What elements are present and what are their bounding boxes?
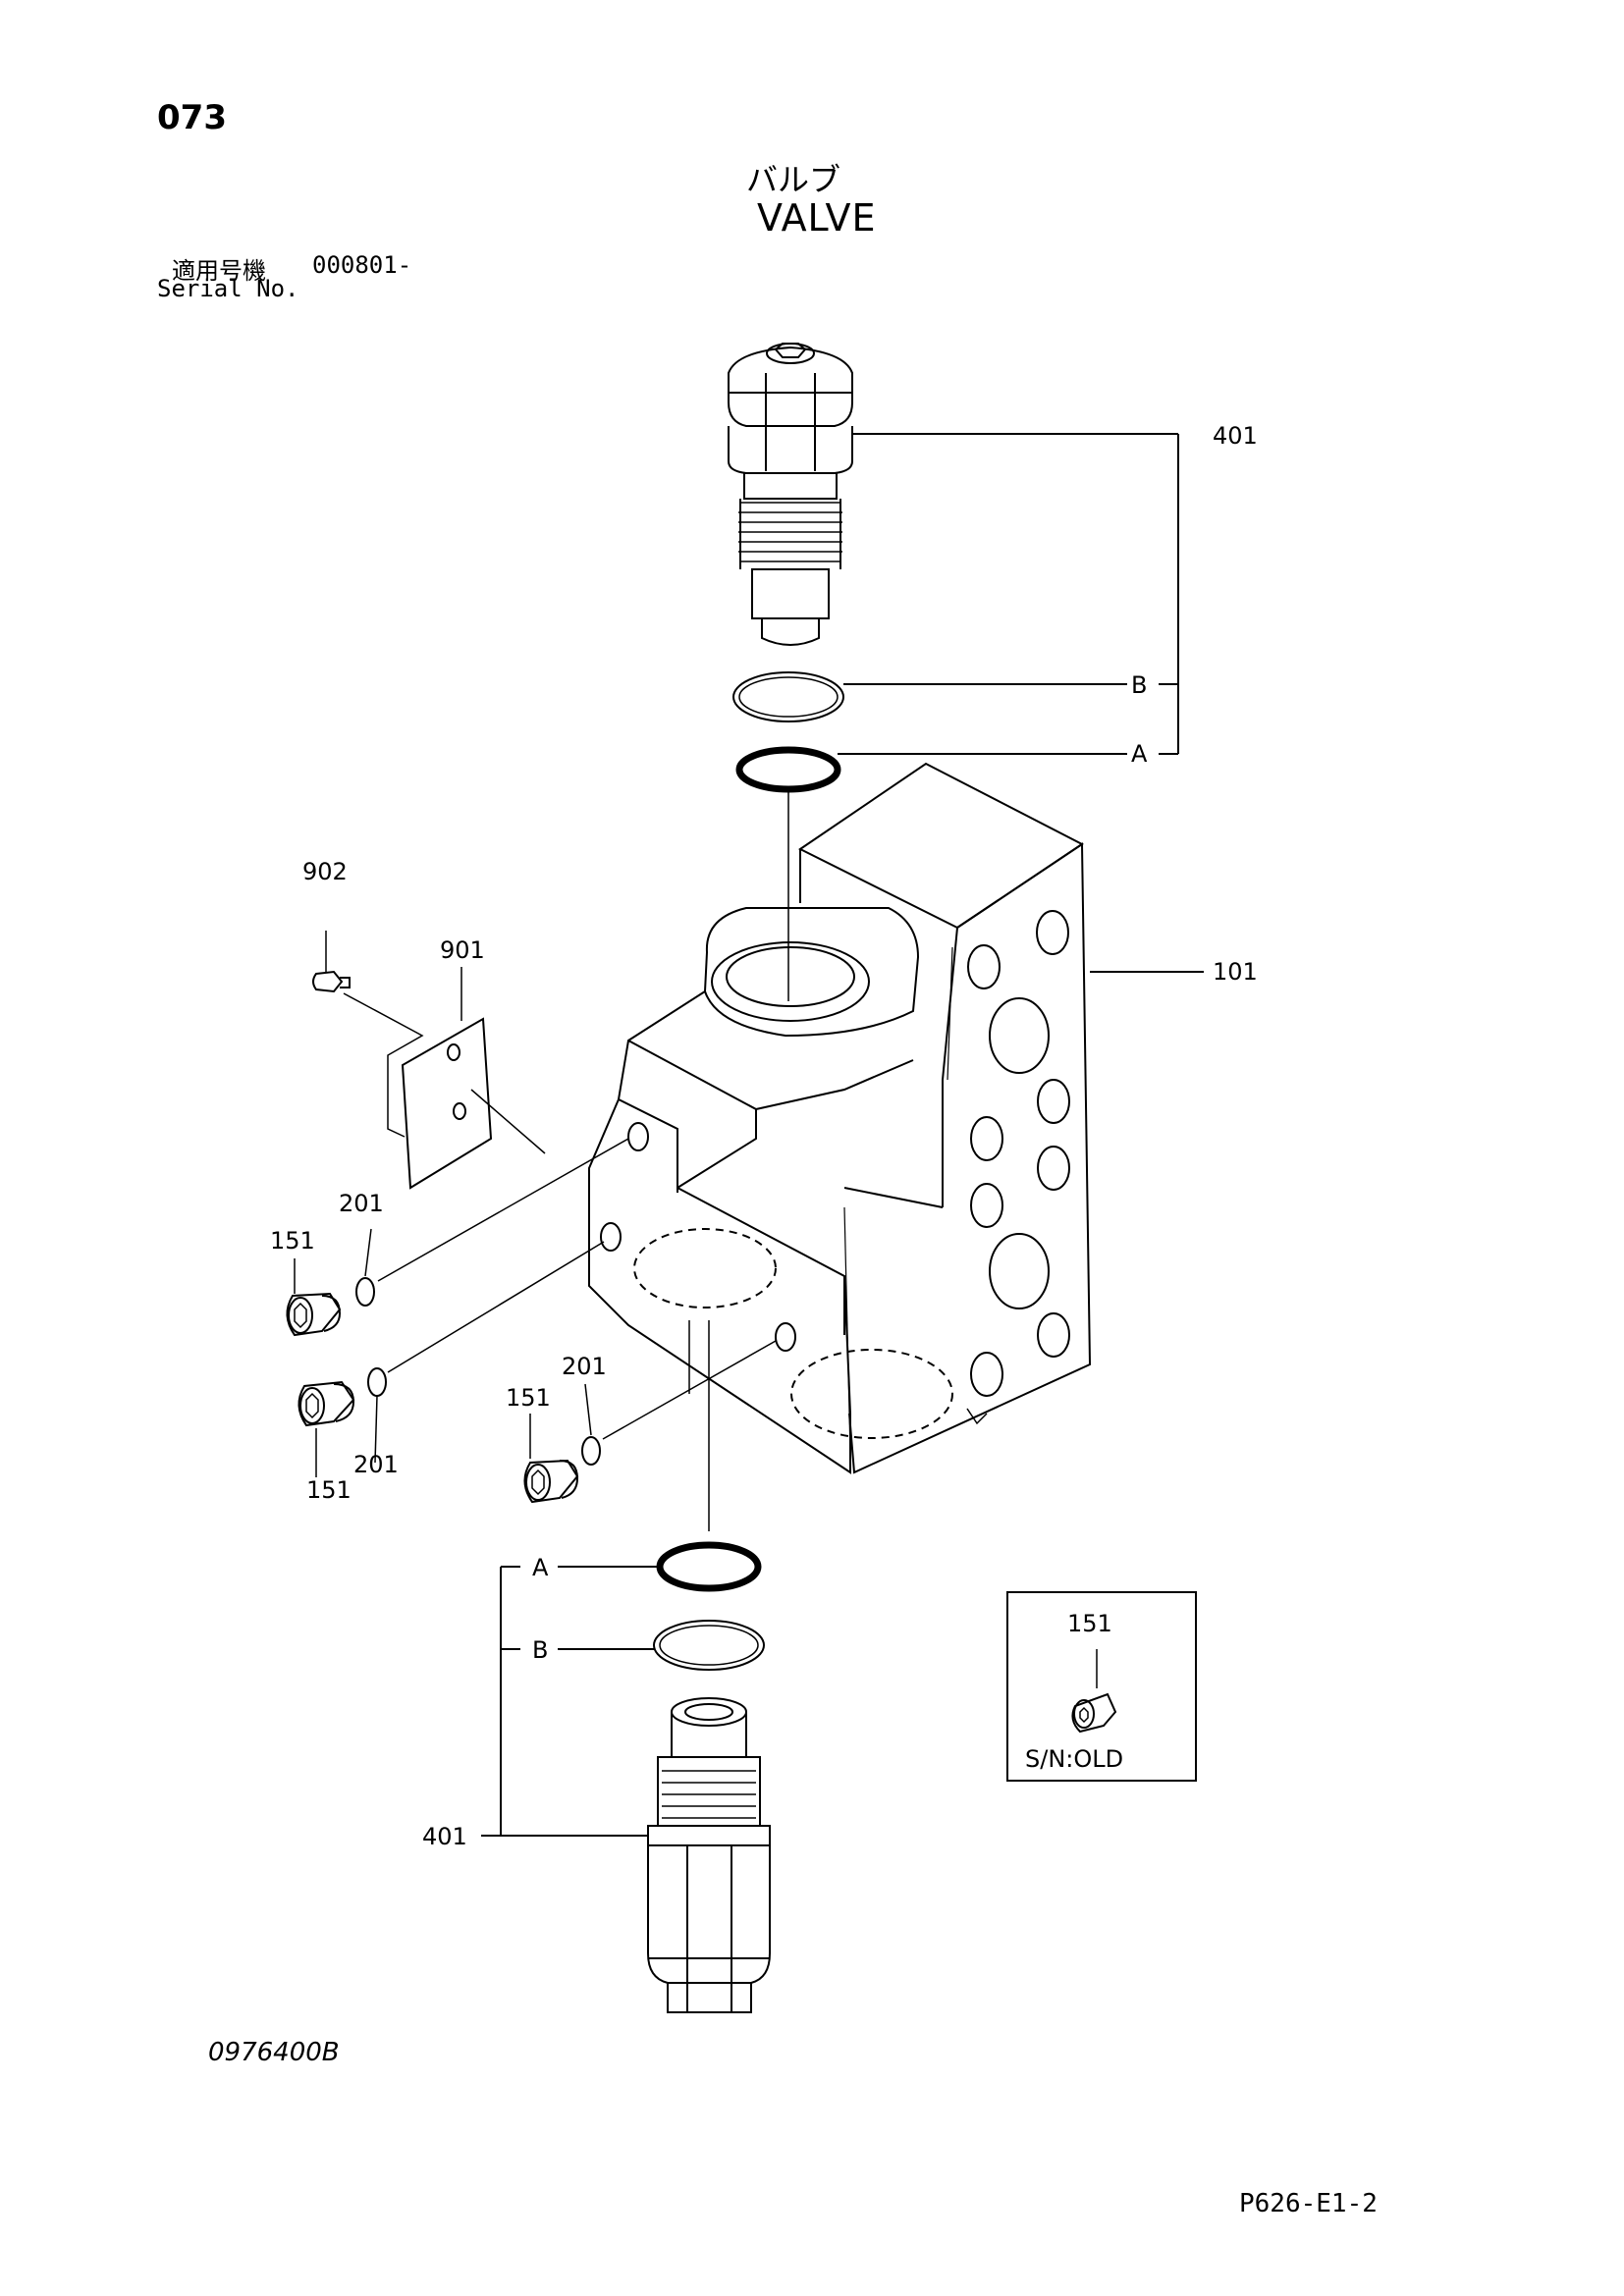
plug-lower-left: [298, 1380, 355, 1427]
plug-inset: [1071, 1692, 1117, 1734]
callout-151-upper-left: 151: [270, 1227, 315, 1255]
callout-b-top: B: [1131, 671, 1147, 699]
valve-body: [588, 762, 1092, 1474]
inset-callout-151: 151: [1067, 1610, 1112, 1637]
screw-902: [312, 970, 351, 993]
inset-caption: S/N:OLD: [1025, 1745, 1123, 1773]
callout-151-center: 151: [506, 1384, 551, 1412]
callout-401-top: 401: [1213, 422, 1258, 450]
page-title: VALVE: [757, 196, 877, 240]
callout-a-top: A: [1131, 740, 1148, 768]
inset-old-serial-box: [1006, 1591, 1197, 1782]
callout-101: 101: [1213, 958, 1258, 986]
o-ring-lower-left: [367, 1367, 387, 1397]
callout-201-upper-left: 201: [339, 1190, 384, 1217]
callout-201-center: 201: [562, 1353, 607, 1380]
callout-901: 901: [440, 936, 485, 964]
backup-ring-b-top: [732, 671, 844, 722]
callout-401-bottom: 401: [422, 1823, 467, 1850]
callout-201-lower-left: 201: [353, 1451, 399, 1478]
serial-number-value: 000801-: [312, 251, 412, 279]
callout-b-bottom: B: [532, 1636, 548, 1664]
plug-center: [523, 1459, 579, 1504]
drawing-code: 0976400B: [208, 2038, 340, 2067]
page-code: P626-E1-2: [1239, 2189, 1378, 2218]
callout-151-lower-left: 151: [306, 1476, 352, 1504]
callout-902: 902: [302, 858, 348, 885]
page-number: 073: [157, 98, 227, 137]
backup-ring-b-bottom: [653, 1620, 765, 1671]
serial-label-japanese: 適用号機: [172, 257, 266, 285]
mounting-plate-901: [401, 1017, 493, 1190]
o-ring-a-bottom: [656, 1541, 762, 1592]
relief-valve-top: [728, 343, 1178, 646]
callout-a-bottom: A: [532, 1554, 549, 1581]
relief-valve-bottom: [647, 1697, 771, 2013]
page-title-japanese: バルブ: [746, 161, 841, 198]
serial-label: Serial No.: [157, 275, 299, 302]
o-ring-upper-left: [355, 1277, 375, 1307]
o-ring-center: [581, 1436, 601, 1466]
o-ring-a-top: [735, 746, 841, 793]
plug-upper-left: [286, 1292, 342, 1337]
